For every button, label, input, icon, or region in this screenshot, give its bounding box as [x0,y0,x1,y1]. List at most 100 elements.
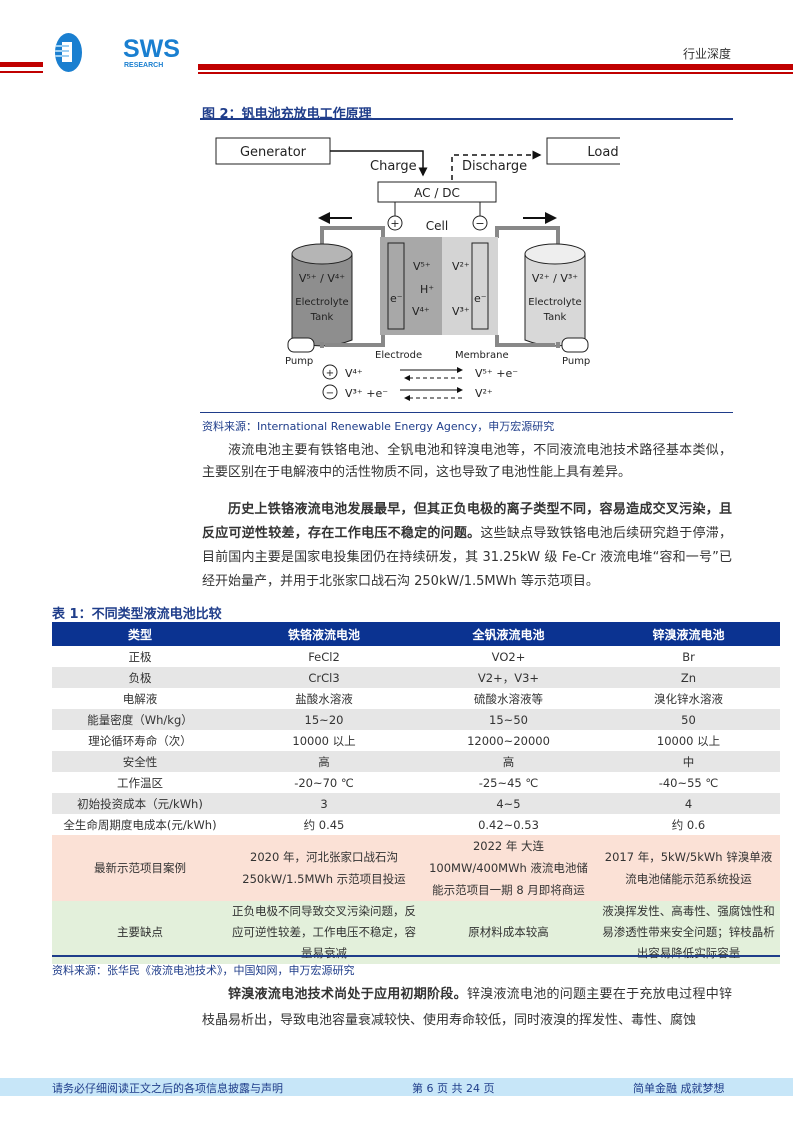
right-electrode [471,242,489,330]
table-cell: 高 [420,751,597,772]
row-label-cell: 主要缺点 [52,901,228,964]
table-cell: 4 [597,793,780,814]
paragraph-1: 液流电池主要有铁铬电池、全钒电池和锌溴电池等，不同液流电池技术路径基本类似，主要… [202,443,732,480]
header-rule-left [0,62,43,67]
table-cell: 高 [228,751,420,772]
cell-label: Cell [426,219,448,233]
discharge-label: Discharge [462,159,527,174]
negative-terminal-icon [472,215,488,231]
table-cell: 12000~20000 [467,733,550,748]
ion-h: H⁺ [420,283,434,296]
generator-label: Generator [240,145,307,160]
acdc-box [377,181,497,203]
electron-right: e⁻ [474,292,487,305]
row-label-cell: 安全性 [52,751,228,772]
table-source: 资料来源：张华民《液流电池技术》，中国知网，申万宏源研究 [52,964,355,977]
table-cell: V2+，V3+ [420,667,597,688]
left-pump-label: Pump [285,356,313,367]
ion-v5: V⁵⁺ [413,260,431,273]
table-cell: -40~55 ℃ [658,775,719,790]
left-pump-icon [287,337,315,353]
table-cell: CrCl3 [228,667,420,688]
page-number: 第 6 页 共 24 页 [412,1082,495,1095]
paragraph-2: 历史上铁铬液流电池发展最早，但其正负电极的离子类型不同，容易造成交叉污染，且反应… [202,498,732,594]
left-tank-word: Tank [310,312,334,323]
footer-slogan: 简单金融 成就梦想 [633,1082,725,1095]
column-header: 全钒液流电池 [420,622,597,646]
load-label: Load [587,145,618,160]
table-cell: 硫酸水溶液等 [474,691,543,706]
report-category: 行业深度 [682,47,731,61]
table-cell: 15~20 [228,709,420,730]
eq1-right: V⁵⁺ +e⁻ [475,367,518,380]
table-cell: 0.42~0.53 [478,817,539,832]
figure-source: 资料来源：International Renewable Energy Agen… [202,420,555,433]
figure-bottom-rule [200,412,733,413]
column-header: 锌溴液流电池 [597,622,780,646]
vanadium-battery-diagram: Generator Load Charge Discharge AC / DC … [215,137,620,401]
table-row: 电解液盐酸水溶液硫酸水溶液等溴化锌水溶液 [52,688,780,709]
figure-title-rule [200,118,733,120]
table-cell: 10000 以上 [656,733,721,748]
table-cell: -20~70 ℃ [294,775,354,790]
table-row: 工作温区 -20~70 ℃ -25~45 ℃ -40~55 ℃ [52,772,780,793]
table-cell: 原材料成本较高 [420,901,597,964]
right-pump-icon [561,337,589,353]
table-cell: Zn [597,667,780,688]
table-cell: 50 [597,709,780,730]
electrode-label: Electrode [375,350,422,361]
eq2-left: V³⁺ +e⁻ [345,387,388,400]
table-cell: -25~45 ℃ [478,775,539,790]
row-label-cell: 负极 [52,667,228,688]
table-cell: 2020 年，河北张家口战石沟 250kW/1.5MWh 示范项目投运 [228,835,420,901]
table-cell: 溴化锌水溶液 [654,691,723,706]
table-header-row: 类型 铁铬液流电池 全钒液流电池 锌溴液流电池 [52,622,780,646]
header-rule-right-thin [198,72,793,74]
paragraph-3-bold: 锌溴液流电池技术尚处于应用初期阶段。 [228,987,467,1002]
cell-right-half [442,237,498,335]
right-tank-label: V²⁺ / V³⁺ [532,272,578,285]
paragraph-3: 锌溴液流电池技术尚处于应用初期阶段。锌溴液流电池的问题主要在于充放电过程中锌枝晶… [202,982,732,1034]
table-cell: 15~50 [420,709,597,730]
logo-icon [55,33,82,72]
logo-text: SWS [123,35,180,63]
row-label-cell: 正极 [128,649,152,664]
right-pump-label: Pump [562,356,590,367]
header-rule-right [198,64,793,70]
row-label-cell: 能量密度（Wh/kg） [52,709,228,730]
table-cell: 液溴挥发性、高毒性、强腐蚀性和易渗透性带来安全问题；锌枝晶析出容易降低实际容量 [597,901,780,964]
left-electrolyte-label: Electrolyte [295,297,348,308]
row-label-cell: 工作温区 [117,775,163,790]
table-cell: VO2+ [491,649,526,664]
table-cell: 2017 年，5kW/5kWh 锌溴单液流电池储能示范系统投运 [597,835,780,901]
table-cell: Br [682,649,695,664]
eq1-left: V⁴⁺ [345,367,363,380]
table-row: 正极 FeCl2 VO2+ Br [52,646,780,667]
footer-bar: 请务必仔细阅读正文之后的各项信息披露与声明 第 6 页 共 24 页 简单金融 … [0,1078,793,1096]
column-header: 铁铬液流电池 [228,622,420,646]
right-tank [524,243,586,265]
positive-terminal-icon [387,215,403,231]
table-cell: FeCl2 [308,649,340,664]
table-cell: 3 [228,793,420,814]
eq1-sign: + [326,368,334,379]
ion-v3: V³⁺ [452,305,470,318]
table-cell: 盐酸水溶液 [295,691,353,706]
plus-sign: + [390,217,399,230]
acdc-label: AC / DC [414,186,460,200]
table-cell: 10000 以上 [292,733,356,748]
right-electrolyte-label: Electrolyte [528,297,581,308]
table-cell: 约 0.45 [303,817,345,832]
table-row: 安全性高高中 [52,751,780,772]
paragraph-2-text: 这些缺点导致铁铬电池后续研究趋于停滞，目前国内主要是国家电投集团仍在持续研发，其… [202,526,732,589]
left-electrode [387,242,405,330]
eq2-sign: − [326,388,334,399]
cell-left-half [380,237,442,335]
left-tank [291,243,353,265]
